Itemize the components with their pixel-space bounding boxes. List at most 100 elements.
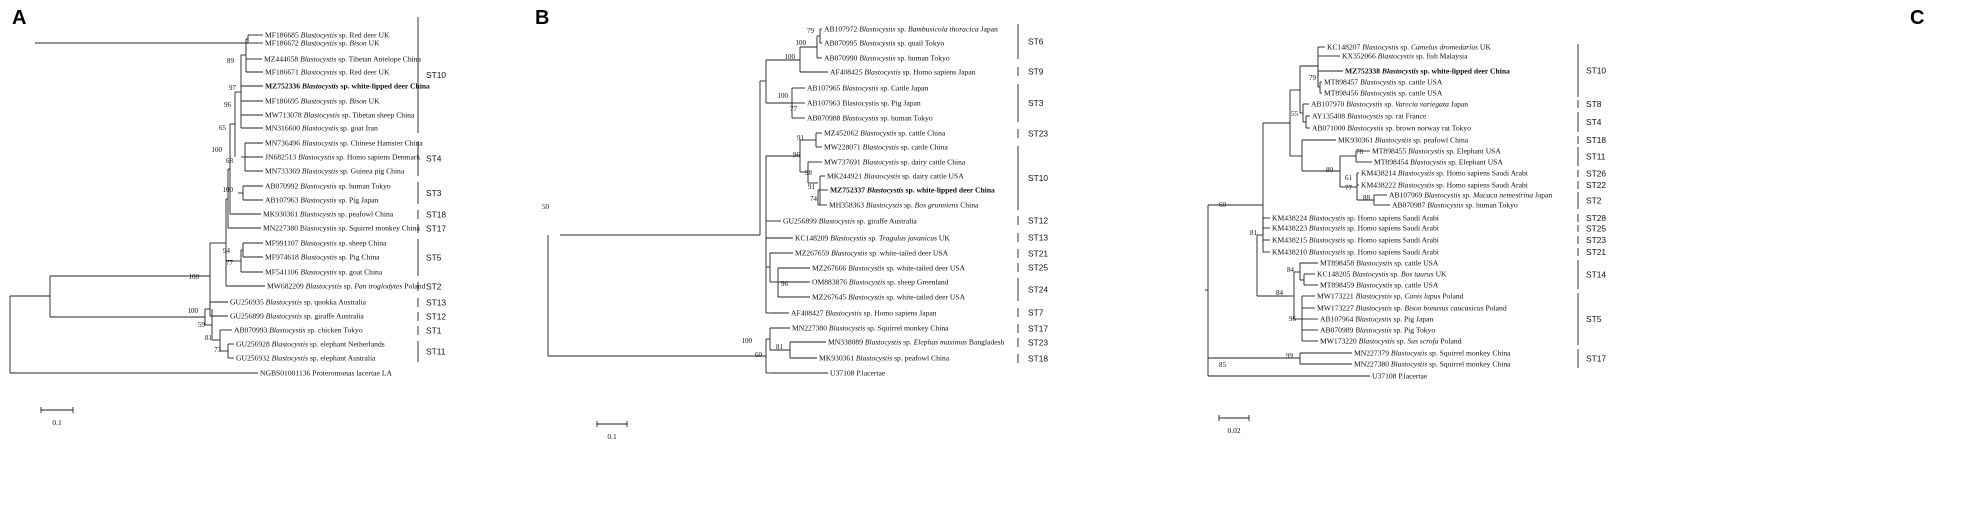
taxon-label: AB107965 Blastocystis sp. Cattle Japan bbox=[807, 84, 928, 93]
taxon-label: MZ752338 Blastocystis sp. white-lipped d… bbox=[1345, 67, 1510, 76]
taxon-label: MK930361 Blastocystis sp. peafowl China bbox=[1338, 136, 1469, 145]
bootstrap-value: 68 bbox=[226, 157, 234, 165]
bootstrap-value: 77 bbox=[790, 105, 798, 113]
taxon-label: OM883876 Blastocystis sp. sheep Greenlan… bbox=[812, 278, 949, 287]
taxon-label: MN338089 Blastocystis sp. Elephas maximu… bbox=[828, 338, 1005, 347]
bootstrap-value: 88 bbox=[1363, 194, 1371, 202]
bootstrap-value: 81 bbox=[776, 343, 784, 351]
taxon-label: KM438215 Blastocystis sp. Homo sapiens S… bbox=[1272, 236, 1439, 245]
taxon-label: AB107964 Blastocystis sp. Pig Japan bbox=[1320, 315, 1433, 324]
subtype-label: ST24 bbox=[1028, 285, 1048, 295]
taxon-label: MZ267666 Blastocystis sp. white-tailed d… bbox=[812, 264, 966, 273]
taxon-label: MZ452062 Blastocystis sp. cattle China bbox=[824, 129, 946, 138]
taxon-label: MN736496 Blastocystis sp. Chinese Hamste… bbox=[265, 139, 423, 148]
bootstrap-value: 78 bbox=[1356, 148, 1364, 156]
subtype-label: ST23 bbox=[1028, 129, 1048, 139]
taxon-label: KM438214 Blastocystis sp. Homo sapiens S… bbox=[1361, 169, 1528, 178]
subtype-label: ST2 bbox=[426, 282, 442, 292]
subtype-label: ST18 bbox=[1586, 135, 1606, 145]
taxon-label: GU256928 Blastocystis sp. elephant Nethe… bbox=[236, 340, 385, 349]
subtype-label: ST10 bbox=[1586, 66, 1606, 76]
taxon-label: MW173227 Blastocystis sp. Bison bonasus … bbox=[1317, 304, 1507, 313]
subtype-label: ST4 bbox=[426, 154, 442, 164]
bootstrap-value: 79 bbox=[807, 27, 815, 35]
subtype-label: ST21 bbox=[1028, 249, 1048, 259]
subtype-label: ST25 bbox=[1028, 263, 1048, 273]
bootstrap-value: 50 bbox=[542, 203, 550, 211]
taxon-label: MF991107 Blastocystis sp. sheep China bbox=[265, 239, 387, 248]
bootstrap-value: 60 bbox=[755, 351, 763, 359]
subtype-label: ST1 bbox=[426, 326, 442, 336]
taxon-label: NGBS01001136 Proteromonas lacertae LA bbox=[260, 369, 392, 378]
taxon-label: MZ752337 Blastocystis sp. white-lipped d… bbox=[830, 186, 995, 195]
taxon-label: AB107970 Blastocystis sp. Varecia varieg… bbox=[1311, 100, 1468, 109]
taxon-label: MF186671 Blastocystis sp. Red deer UK bbox=[265, 68, 390, 77]
taxon-label: KM438210 Blastocystis sp. Homo sapiens S… bbox=[1272, 248, 1439, 257]
taxon-label: KM438223 Blastocystis sp. Homo sapiens S… bbox=[1272, 224, 1439, 233]
subtype-label: ST18 bbox=[426, 210, 446, 220]
taxon-label: AB070987 Blastocystis sp. human Tokyo bbox=[1392, 201, 1518, 210]
taxon-label: MT898455 Blastocystis sp. Elephant USA bbox=[1372, 147, 1501, 156]
taxon-label: AB070989 Blastocystis sp. Pig Tokyo bbox=[1320, 326, 1435, 335]
taxon-label: GU256899 Blastocystis sp. giraffe Austra… bbox=[783, 217, 917, 226]
taxon-label: U37108 P.lacertae bbox=[1372, 372, 1428, 381]
bootstrap-value: 99 bbox=[1286, 352, 1294, 360]
taxon-label: MN227380 Blastocystis sp. Squirrel monke… bbox=[1354, 360, 1511, 369]
taxon-label: KC148207 Blastocystis sp. Camelus dromed… bbox=[1327, 43, 1491, 52]
subtype-label: ST13 bbox=[426, 298, 446, 308]
bootstrap-value: 77 bbox=[1345, 184, 1353, 192]
bootstrap-value: 96 bbox=[781, 280, 789, 288]
taxon-label: MF186695 Blastocystis sp. Bison UK bbox=[265, 97, 380, 106]
bootstrap-value: 100 bbox=[212, 146, 223, 154]
taxon-label: MN227379 Blastocystis sp. Squirrel monke… bbox=[1354, 349, 1511, 358]
taxon-label: KC148209 Blastocystis sp. Tragulus javan… bbox=[795, 234, 950, 243]
bootstrap-value: 65 bbox=[219, 124, 227, 132]
taxon-label: MT898458 Blastocystis sp. cattle USA bbox=[1320, 259, 1439, 268]
scale-bar-label: 0.1 bbox=[607, 432, 617, 441]
taxon-label: AF408425 Blastocystis sp. Homo sapiens J… bbox=[830, 68, 976, 77]
taxon-label: AB070990 Blastocystis sp. human Tokyo bbox=[824, 54, 950, 63]
taxon-label: AB070993 Blastocystis sp. chicken Tokyo bbox=[234, 326, 363, 335]
bootstrap-value: 60 bbox=[1219, 201, 1227, 209]
subtype-label: ST26 bbox=[1586, 169, 1606, 179]
bootstrap-value: 55 bbox=[1291, 110, 1299, 118]
subtype-label: ST28 bbox=[1586, 213, 1606, 223]
taxon-label: MZ267645 Blastocystis sp. white-tailed d… bbox=[812, 293, 966, 302]
scale-bar-label: 0.1 bbox=[52, 418, 62, 427]
bootstrap-value: 96 bbox=[224, 101, 232, 109]
taxon-label: AF408427 Blastocystis sp. Homo sapiens J… bbox=[791, 309, 937, 318]
taxon-label: AB107963 Blastocystis sp. Pig Japan bbox=[265, 196, 378, 205]
subtype-label: ST12 bbox=[426, 312, 446, 322]
taxon-label: MK244921 Blastocystis sp. dairy cattle U… bbox=[827, 172, 964, 181]
subtype-label: ST17 bbox=[1028, 324, 1048, 334]
taxon-label: AY135408 Blastocystis sp. rat France bbox=[1312, 112, 1427, 121]
subtype-label: ST13 bbox=[1028, 233, 1048, 243]
bootstrap-value: 91 bbox=[797, 134, 805, 142]
subtype-label: ST4 bbox=[1586, 117, 1602, 127]
taxon-label: AB107963 Blastocystis sp. Pig Japan bbox=[807, 99, 921, 108]
bootstrap-value: 81 bbox=[1250, 229, 1258, 237]
bootstrap-value: 84 bbox=[1287, 266, 1295, 274]
taxon-label: MK930361 Blastocystis sp. peafowl China bbox=[819, 354, 950, 363]
taxon-label: MN733369 Blastocystis sp. Guinea pig Chi… bbox=[265, 167, 405, 176]
panel-label: A bbox=[12, 7, 26, 29]
taxon-label: MT898456 Blastocystis sp. cattle USA bbox=[1324, 89, 1443, 98]
subtype-label: ST18 bbox=[1028, 354, 1048, 364]
taxon-label: MT898454 Blastocystis sp. Elephant USA bbox=[1374, 158, 1503, 167]
bootstrap-value: 100 bbox=[189, 273, 200, 281]
taxon-label: MW713078 Blastocystis sp. Tibetan sheep … bbox=[265, 111, 415, 120]
taxon-label: MW228071 Blastocystis sp. cattle China bbox=[824, 143, 948, 152]
taxon-label: AB070992 Blastocystis sp. human Tokyo bbox=[265, 182, 391, 191]
taxon-label: MT898457 Blastocystis sp. cattle USA bbox=[1324, 78, 1443, 87]
subtype-label: ST25 bbox=[1586, 224, 1606, 234]
taxon-label: MW173221 Blastocystis sp. Canis lupus Po… bbox=[1317, 292, 1464, 301]
taxon-label: KM438222 Blastocystis sp. Homo sapiens S… bbox=[1361, 181, 1528, 190]
taxon-label: AB070988 Blastocystis sp. human Tokyo bbox=[807, 114, 933, 123]
subtype-label: ST21 bbox=[1586, 247, 1606, 257]
taxon-label: AB107972 Blastocystis sp. Bambusicola th… bbox=[824, 25, 998, 34]
bootstrap-value: 91 bbox=[808, 183, 816, 191]
taxon-label: MH358363 Blastocystis sp. Bos grunniens … bbox=[829, 201, 979, 210]
bootstrap-value: 98 bbox=[805, 169, 813, 177]
subtype-label: ST23 bbox=[1586, 235, 1606, 245]
